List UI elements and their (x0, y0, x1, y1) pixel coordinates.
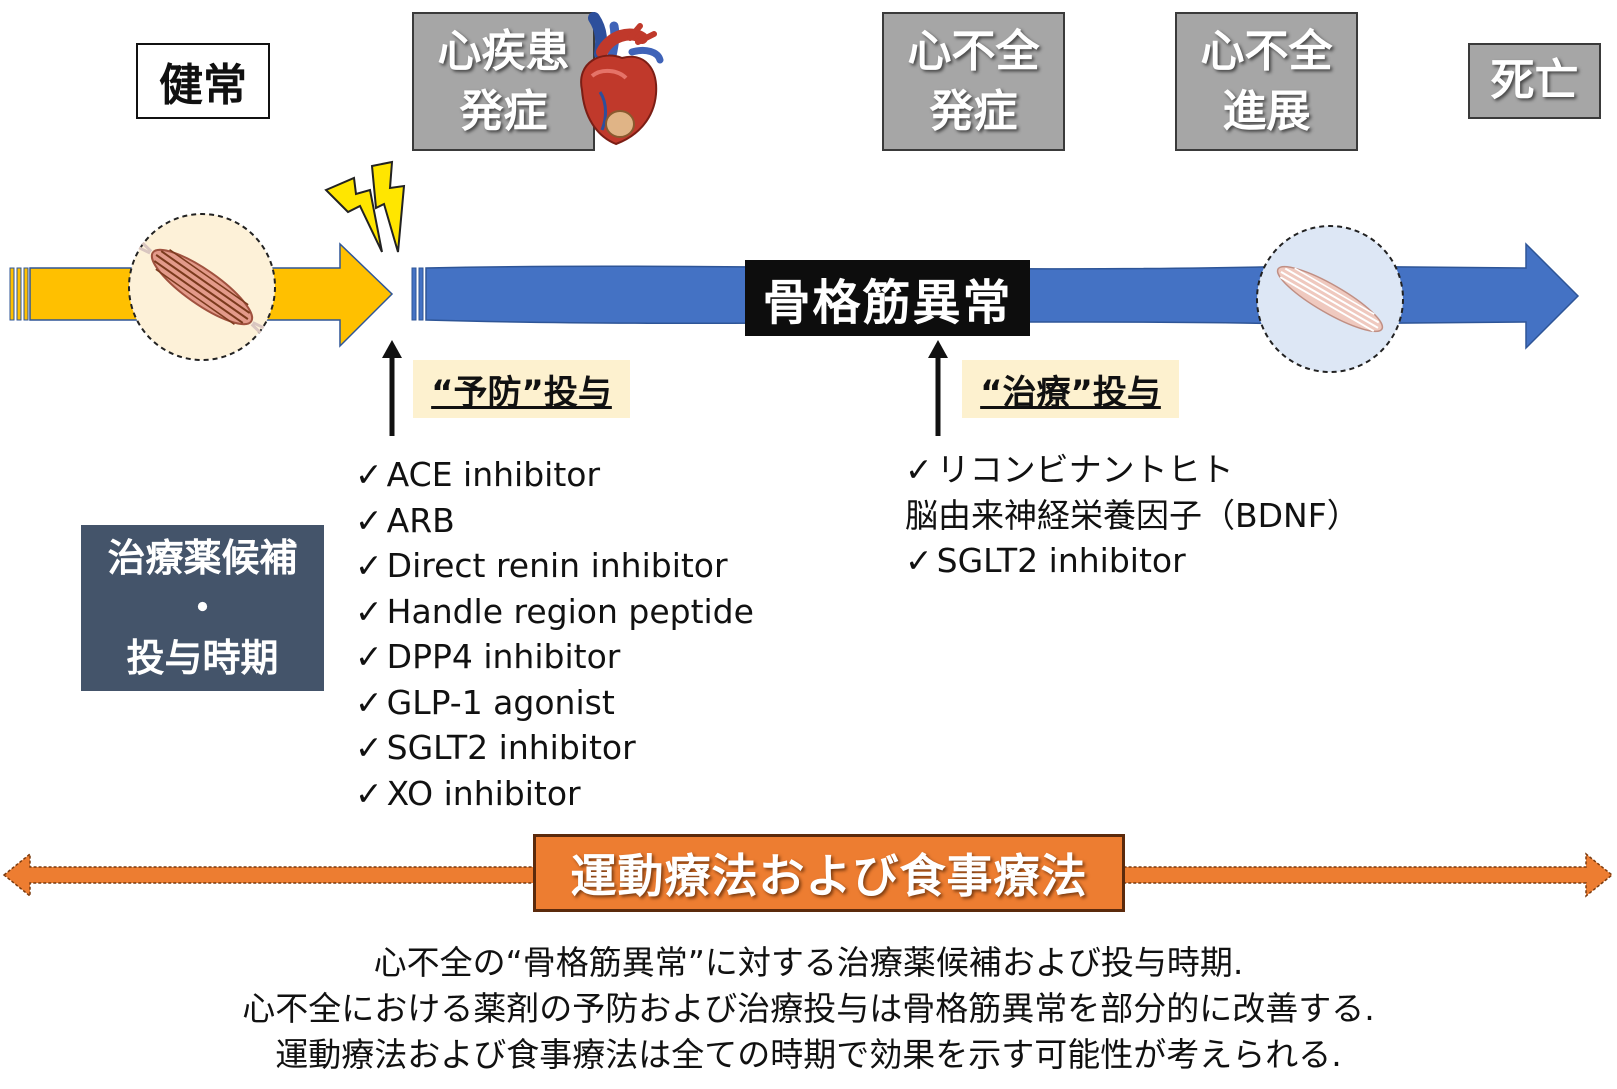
drug-item: ✓GLP-1 agonist (355, 682, 615, 722)
drug-item: ✓SGLT2 inhibitor (355, 728, 636, 767)
stage-death: 死亡 (1468, 43, 1601, 119)
candidate-line2: ・ (183, 586, 222, 630)
drug-item-continuation: 脳由来神経栄養因子（BDNF） (905, 495, 1360, 535)
stage-hf-onset-line2: 発症 (929, 85, 1018, 137)
drug-item: ✓Handle region peptide (355, 591, 754, 631)
treatment-drug-list: ✓リコンビナントヒト 脳由来神経栄養因子（BDNF） ✓SGLT2 inhibi… (905, 447, 1360, 584)
caption-title: 心不全の“骨格筋異常”に対する治療薬候補および投与時期. (373, 943, 1244, 982)
stage-heart-disease-line2: 発症 (459, 85, 548, 137)
stage-hf-onset-line1: 心不全 (907, 25, 1040, 77)
stage-heart-disease-onset: 心疾患 発症 (412, 12, 595, 151)
prevention-administration-tag: “予防”投与 (413, 360, 630, 418)
stage-hf-progression: 心不全 進展 (1175, 12, 1358, 151)
treatment-up-arrow (928, 340, 948, 436)
drug-item: ✓ARB (355, 500, 455, 540)
treatment-administration-tag: “治療”投与 (962, 360, 1179, 418)
stage-hf-progression-line2: 進展 (1222, 85, 1311, 137)
stage-hf-onset: 心不全 発症 (882, 12, 1065, 151)
drug-item: ✓リコンビナントヒト (905, 450, 1234, 489)
prevention-up-arrow (382, 340, 402, 436)
lightning-bolt-icon (324, 160, 406, 253)
candidate-line1: 治療薬候補 (107, 536, 298, 580)
drug-item: ✓Direct renin inhibitor (355, 546, 728, 585)
healthy-muscle-icon (128, 213, 276, 361)
atrophic-muscle-icon (1256, 225, 1404, 373)
drug-item: ✓XO inhibitor (355, 773, 581, 813)
candidate-timing-box: 治療薬候補 ・ 投与時期 (81, 525, 324, 691)
stage-heart-disease-line1: 心疾患 (437, 25, 570, 77)
heart-anatomy-icon (580, 12, 664, 146)
drug-item: ✓SGLT2 inhibitor (905, 541, 1186, 580)
drug-item: ✓DPP4 inhibitor (355, 637, 621, 676)
drug-item: ✓ACE inhibitor (355, 455, 601, 494)
prevention-drug-list: ✓ACE inhibitor ✓ARB ✓Direct renin inhibi… (355, 452, 754, 816)
exercise-diet-therapy-label: 運動療法および食事療法 (533, 834, 1125, 912)
stage-hf-progression-line1: 心不全 (1200, 25, 1333, 77)
candidate-line3: 投与時期 (126, 636, 279, 680)
skeletal-muscle-abnormality-label: 骨格筋異常 (745, 260, 1030, 336)
stage-healthy: 健常 (136, 43, 270, 119)
caption-line3: 運動療法および食事療法は全ての時期で効果を示す可能性が考えられる. (275, 1035, 1342, 1074)
caption-line2: 心不全における薬剤の予防および治療投与は骨格筋異常を部分的に改善する. (242, 989, 1375, 1028)
